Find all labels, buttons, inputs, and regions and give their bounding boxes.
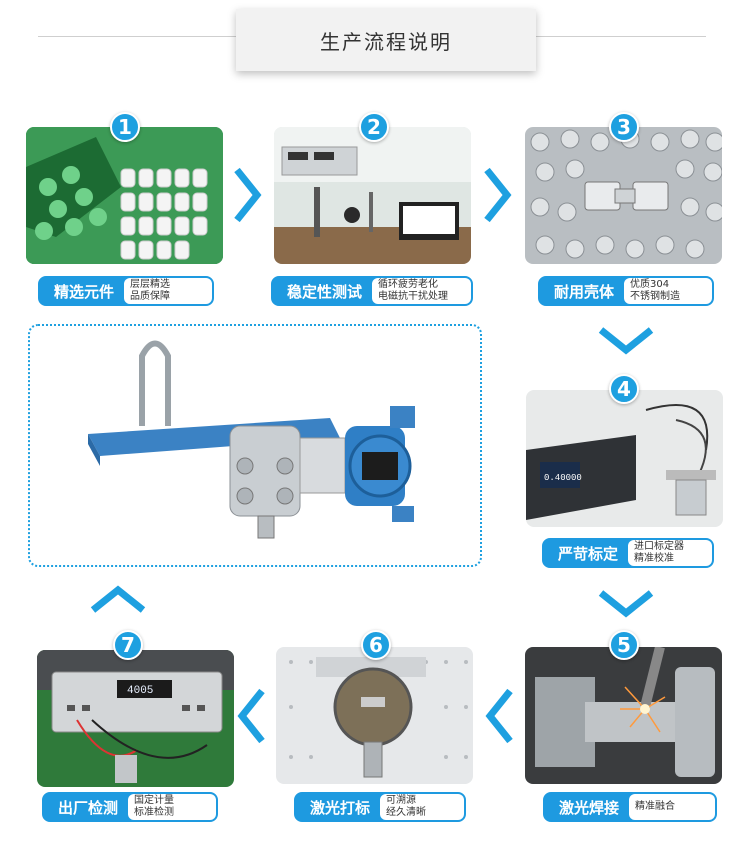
step-5-desc: 精准融合	[629, 794, 715, 820]
step-1-desc-line2: 品质保障	[130, 291, 171, 302]
step-6-badge: 6	[361, 630, 391, 660]
laser-marking-image	[276, 647, 473, 784]
step-4-badge: 4	[609, 374, 639, 404]
chevron-left-icon	[237, 688, 265, 744]
step-6-title: 激光打标	[310, 798, 371, 817]
step-6-desc: 可溯源经久清晰	[380, 794, 464, 820]
test-bench-image	[274, 127, 471, 264]
components-image	[26, 127, 223, 264]
step-7-desc: 国定计量标准检测	[128, 794, 216, 820]
calibrator-readout: 0.40000	[544, 473, 582, 483]
chevron-down-icon	[598, 327, 654, 355]
step-6-label: 激光打标 可溯源经久清晰	[294, 792, 466, 822]
multimeter-readout: 4005	[127, 685, 153, 697]
step-1-badge: 1	[110, 112, 140, 142]
step-5-desc-line1: 精准融合	[635, 801, 676, 812]
step-7-photo: 4005	[37, 650, 234, 787]
step-1-photo	[26, 127, 223, 264]
step-4-desc: 进口标定器精准校准	[628, 540, 712, 566]
step-2-photo	[274, 127, 471, 264]
chevron-down-icon	[598, 590, 654, 618]
step-4-desc-line2: 精准校准	[634, 553, 675, 564]
step-3-photo	[525, 127, 722, 264]
step-5-photo	[525, 647, 722, 784]
step-4-desc-line1: 进口标定器	[634, 541, 685, 552]
chevron-up-icon	[90, 585, 146, 613]
laser-welding-image	[525, 647, 722, 784]
step-4-label: 严苛标定 进口标定器精准校准	[542, 538, 714, 568]
step-6-desc-line1: 可溯源	[386, 795, 417, 806]
step-2-desc: 循环疲劳老化电磁抗干扰处理	[372, 278, 471, 304]
step-6-desc-line2: 经久清晰	[386, 807, 427, 818]
chevron-right-icon	[484, 167, 512, 223]
step-5-title: 激光焊接	[559, 798, 620, 817]
step-2-badge: 2	[359, 112, 389, 142]
step-6-photo	[276, 647, 473, 784]
step-1-title: 精选元件	[54, 282, 115, 301]
multimeter-image: 4005	[37, 650, 234, 787]
step-1-label: 精选元件 层层精选品质保障	[38, 276, 214, 306]
step-5-label: 激光焊接 精准融合	[543, 792, 717, 822]
product-showcase	[28, 324, 482, 567]
pressure-transmitter-image	[88, 340, 415, 539]
chevron-right-icon	[234, 167, 262, 223]
header-rule-left	[38, 36, 236, 37]
step-7-badge: 7	[113, 630, 143, 660]
page-title: 生产流程说明	[236, 9, 536, 71]
step-1-desc: 层层精选品质保障	[124, 278, 212, 304]
header-rule-right	[536, 36, 706, 37]
step-7-label: 出厂检测 国定计量标准检测	[42, 792, 218, 822]
steel-housings-image	[525, 127, 722, 264]
chevron-left-icon	[485, 688, 513, 744]
step-2-label: 稳定性测试 循环疲劳老化电磁抗干扰处理	[271, 276, 473, 306]
step-7-desc-line1: 国定计量	[134, 795, 175, 806]
step-3-desc-line1: 优质304	[630, 279, 670, 290]
step-1-desc-line1: 层层精选	[130, 279, 171, 290]
step-2-desc-line1: 循环疲劳老化	[378, 279, 439, 290]
step-3-desc-line2: 不锈钢制造	[630, 291, 681, 302]
step-4-title: 严苛标定	[558, 544, 619, 563]
step-5-badge: 5	[609, 630, 639, 660]
step-4-photo: 0.40000	[526, 390, 723, 527]
step-3-title: 耐用壳体	[554, 282, 615, 301]
step-7-desc-line2: 标准检测	[134, 807, 175, 818]
calibrator-image: 0.40000	[526, 390, 723, 527]
step-2-desc-line2: 电磁抗干扰处理	[378, 291, 449, 302]
step-2-title: 稳定性测试	[287, 282, 363, 301]
step-7-title: 出厂检测	[58, 798, 119, 817]
step-3-badge: 3	[609, 112, 639, 142]
